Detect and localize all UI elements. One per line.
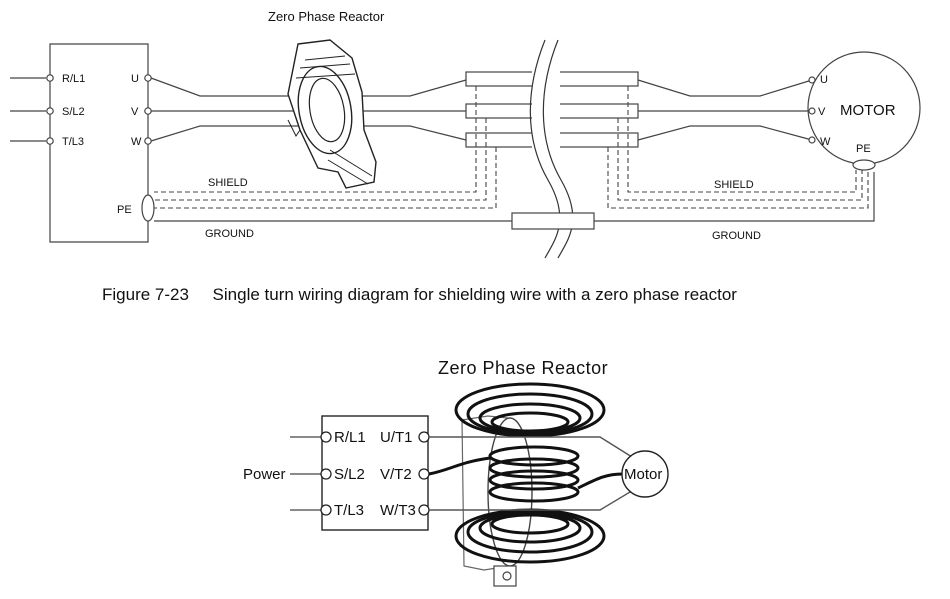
terminal-s-label: S/L2 <box>62 106 85 118</box>
shield-lines-right <box>607 86 869 209</box>
terminal-t-label: T/L3 <box>62 136 84 148</box>
bottom-motor: Motor <box>621 450 669 498</box>
shield-label-right: SHIELD <box>714 179 754 191</box>
motor-label: MOTOR <box>840 102 896 119</box>
bottom-terminal-t: T/L3 <box>334 502 364 519</box>
output-terminals: U V W <box>131 73 152 148</box>
bottom-terminal-u: U/T1 <box>380 429 413 446</box>
top-diagram: R/L1 S/L2 T/L3 U V W PE Zero Phase React… <box>10 9 921 260</box>
drive-box <box>321 415 429 531</box>
shield-lines-left <box>154 86 497 209</box>
pe-label: PE <box>117 204 132 216</box>
motor-terminal-u: U <box>820 74 828 86</box>
top-reactor-title: Zero Phase Reactor <box>268 9 385 24</box>
input-terminals: R/L1 S/L2 T/L3 <box>10 73 85 148</box>
power-label: Power <box>243 466 286 483</box>
terminal-v-label: V <box>131 106 139 118</box>
bottom-terminal-s: S/L2 <box>334 466 365 483</box>
bottom-terminal-r: R/L1 <box>334 429 366 446</box>
zero-phase-reactor-core: Zero Phase Reactor <box>268 9 385 189</box>
motor-terminal-w: W <box>820 136 831 148</box>
motor-pe-label: PE <box>856 143 871 155</box>
terminal-r-label: R/L1 <box>62 73 85 85</box>
ground-line <box>154 172 875 230</box>
terminal-u-label: U <box>131 73 139 85</box>
bottom-reactor-title: Zero Phase Reactor <box>438 358 608 378</box>
bottom-terminal-v: V/T2 <box>380 466 412 483</box>
ground-label-left: GROUND <box>205 228 254 240</box>
w-wire <box>429 485 641 511</box>
motor-terminal-v: V <box>818 106 826 118</box>
u-wire <box>429 436 641 463</box>
bottom-terminal-w: W/T3 <box>380 502 416 519</box>
drive-outline <box>49 43 149 243</box>
v-wire-out <box>577 472 623 490</box>
v-wire-in <box>428 456 491 476</box>
shield-label-left: SHIELD <box>208 177 248 189</box>
phase-wires-right <box>637 79 813 141</box>
bottom-diagram: Zero Phase Reactor Power R/L1 S/L2 T/L3 … <box>243 358 669 587</box>
top-windings <box>454 382 606 438</box>
pe-terminal <box>141 194 155 222</box>
ground-label-right: GROUND <box>712 230 761 242</box>
middle-coil <box>488 445 580 503</box>
motor: U V W MOTOR PE <box>807 51 921 171</box>
terminal-w-label: W <box>131 136 142 148</box>
bottom-motor-label: Motor <box>624 466 662 483</box>
figure-caption: Figure 7-23 Single turn wiring diagram f… <box>102 285 737 304</box>
